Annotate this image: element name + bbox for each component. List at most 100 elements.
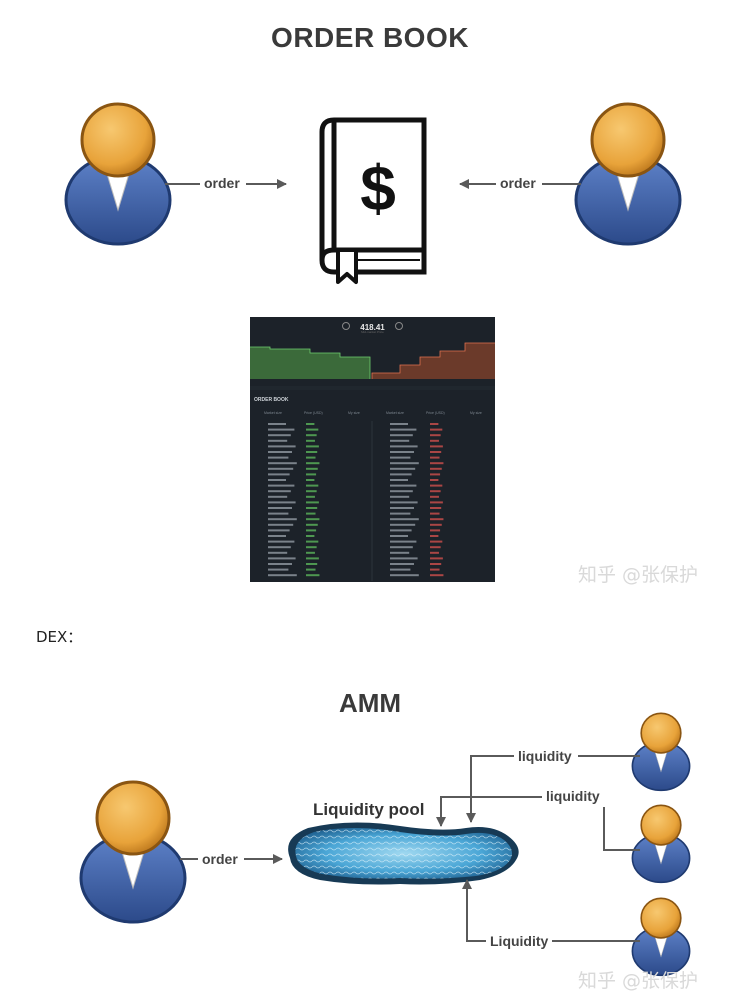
ob-row-mark xyxy=(430,563,442,565)
right-order-label: order xyxy=(500,175,536,191)
ob-row-mark xyxy=(390,507,414,509)
ob-row-mark xyxy=(390,484,417,487)
ob-row-mark xyxy=(268,546,291,549)
ob-row-mark xyxy=(306,479,315,481)
ob-row-mark xyxy=(430,501,443,504)
ob-row-mark xyxy=(430,518,444,521)
ob-row-mark xyxy=(268,540,295,543)
ob-row-mark xyxy=(430,439,439,442)
ob-row-mark xyxy=(306,456,316,459)
ob-row-mark xyxy=(306,462,320,465)
ob-row-mark xyxy=(430,456,440,459)
ob-row-mark xyxy=(390,434,413,437)
ob-row-mark xyxy=(430,445,443,448)
ob-row-mark xyxy=(430,568,440,571)
svg-text:$: $ xyxy=(360,152,396,224)
ob-row-mark xyxy=(390,563,414,565)
amm-trader-icon xyxy=(79,780,187,924)
ob-row-mark xyxy=(306,467,318,470)
ob-row-mark xyxy=(390,557,418,560)
ob-row-mark xyxy=(390,451,414,453)
ob-row-mark xyxy=(268,439,288,442)
ob-row-mark xyxy=(268,563,292,565)
order-book-screenshot: 418.41 Mid-market Price ORDER BOOK Marke… xyxy=(250,317,495,582)
ob-row-mark xyxy=(390,479,408,481)
plus-icon xyxy=(395,321,404,330)
ob-row-mark xyxy=(306,507,318,509)
ob-row-mark xyxy=(306,551,315,554)
ob-row-mark xyxy=(430,507,442,509)
liquidity-label-3: Liquidity xyxy=(490,933,549,949)
ob-col-my-size: My size xyxy=(348,411,360,415)
ob-row-mark xyxy=(430,574,444,577)
ob-col-market-size: Market size xyxy=(264,411,282,415)
ob-row-mark xyxy=(390,456,411,459)
ob-row-mark xyxy=(268,484,295,487)
ob-row-mark xyxy=(268,501,296,504)
ob-row-mark xyxy=(390,546,413,549)
order-book-title: ORDER BOOK xyxy=(271,22,469,53)
ob-row-mark xyxy=(268,456,289,459)
ob-row-mark xyxy=(430,529,441,532)
ob-row-mark xyxy=(390,501,418,504)
ob-row-mark xyxy=(390,535,408,537)
liquidity-pool-icon xyxy=(288,822,519,885)
ob-row-mark xyxy=(306,423,315,425)
ob-row-mark xyxy=(268,479,286,481)
ob-row-mark xyxy=(306,563,318,565)
ob-row-mark xyxy=(306,529,317,532)
ob-row-mark xyxy=(390,473,412,476)
ob-row-mark xyxy=(430,479,439,481)
ob-row-mark xyxy=(430,512,440,515)
ob-row-mark xyxy=(430,434,441,437)
ob-row-mark xyxy=(268,462,297,465)
ob-row-mark xyxy=(306,535,315,537)
ob-header: 418.41 xyxy=(250,317,495,339)
ob-row-mark xyxy=(430,495,439,498)
ob-row-mark xyxy=(430,535,439,537)
ob-row-mark xyxy=(306,495,315,498)
ob-row-mark xyxy=(390,467,416,470)
dex-label: DEX： xyxy=(36,628,83,646)
ob-row-mark xyxy=(390,428,417,431)
ob-row-mark xyxy=(306,484,319,487)
ob-row-mark xyxy=(268,451,292,453)
ob-row-mark xyxy=(430,551,439,554)
ob-row-mark xyxy=(268,473,290,476)
right-trader-icon xyxy=(574,102,682,246)
liquidity-label-1: liquidity xyxy=(518,748,572,764)
ob-row-mark xyxy=(268,507,292,509)
ob-row-mark xyxy=(390,568,411,571)
ob-row-mark xyxy=(268,490,291,493)
liquidity-pool-label: Liquidity pool xyxy=(313,800,424,819)
ob-row-mark xyxy=(430,540,443,543)
ob-row-mark xyxy=(268,551,288,554)
ob-row-mark xyxy=(390,518,419,521)
ob-row-mark xyxy=(268,428,295,431)
ob-row-mark xyxy=(390,574,419,577)
ob-row-mark xyxy=(306,434,317,437)
ob-row-mark xyxy=(268,434,291,437)
ob-row-mark xyxy=(306,445,319,448)
ob-row-mark xyxy=(268,568,289,571)
ob-rows-graphic xyxy=(268,421,444,581)
ob-row-mark xyxy=(430,557,443,560)
ob-row-mark xyxy=(430,467,442,470)
ob-row-mark xyxy=(430,451,442,453)
ob-row-mark xyxy=(390,523,416,526)
ob-row-mark xyxy=(306,546,317,549)
ob-row-mark xyxy=(390,512,411,515)
ob-row-mark xyxy=(430,546,441,549)
ob-row-mark xyxy=(306,490,317,493)
amm-title: AMM xyxy=(338,688,402,718)
ob-row-mark xyxy=(390,423,408,425)
ob-row-mark xyxy=(430,473,441,476)
ob-row-mark xyxy=(306,451,318,453)
ob-row-mark xyxy=(268,512,289,515)
ob-row-mark xyxy=(268,445,296,448)
ob-row-mark xyxy=(306,428,319,431)
watermark-bottom: 知乎 @张保护 xyxy=(578,970,699,992)
ob-row-mark xyxy=(390,445,418,448)
liquidity-label-2: liquidity xyxy=(546,788,600,804)
